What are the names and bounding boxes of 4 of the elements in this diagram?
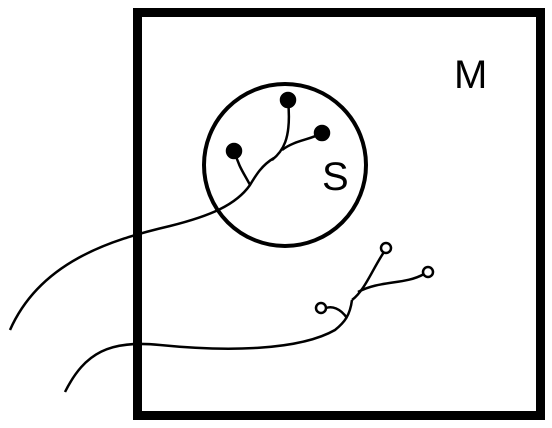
- circle-boundary: [202, 82, 368, 248]
- region-label: M: [454, 52, 488, 98]
- region-label: S: [322, 154, 349, 200]
- square-boundary: [133, 8, 545, 420]
